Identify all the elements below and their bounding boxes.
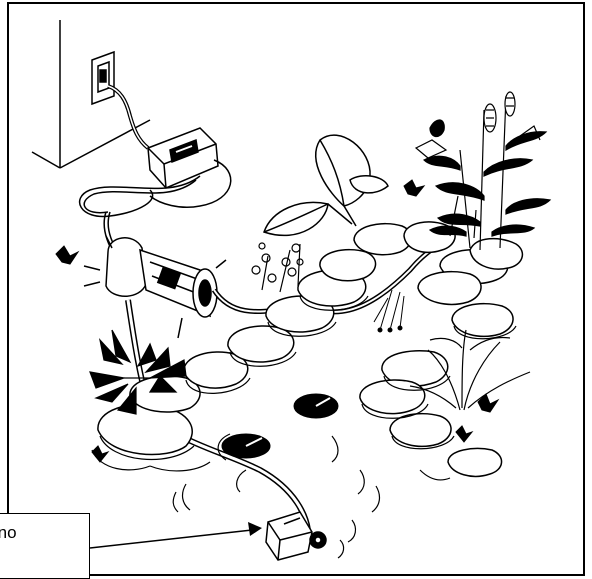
stream-sticks: [373, 289, 405, 333]
wall: [31, 20, 151, 169]
callout-arrow: [89, 522, 262, 549]
callout-label-box: pa no do: [0, 513, 90, 579]
stone-ledges: [99, 295, 517, 460]
callout-line-1: pa no: [0, 523, 17, 542]
coiled-cable: [78, 159, 232, 263]
water-ripples: [91, 433, 451, 559]
tall-plants-right: [414, 91, 552, 251]
stream-stones: [97, 221, 524, 478]
transformer-box: [147, 127, 219, 189]
small-leaf-sprites: [55, 179, 500, 463]
uv-filter-unit: [83, 235, 227, 339]
figure-frame: [7, 2, 585, 576]
callout-line-2: do: [0, 544, 61, 566]
left-leafy-plant: [89, 329, 187, 415]
wall-outlet: [91, 50, 115, 106]
submersible-pump: [265, 511, 327, 561]
reed-plants: [409, 329, 531, 411]
large-leaves: [263, 134, 389, 237]
flowering-plants: [251, 242, 304, 293]
